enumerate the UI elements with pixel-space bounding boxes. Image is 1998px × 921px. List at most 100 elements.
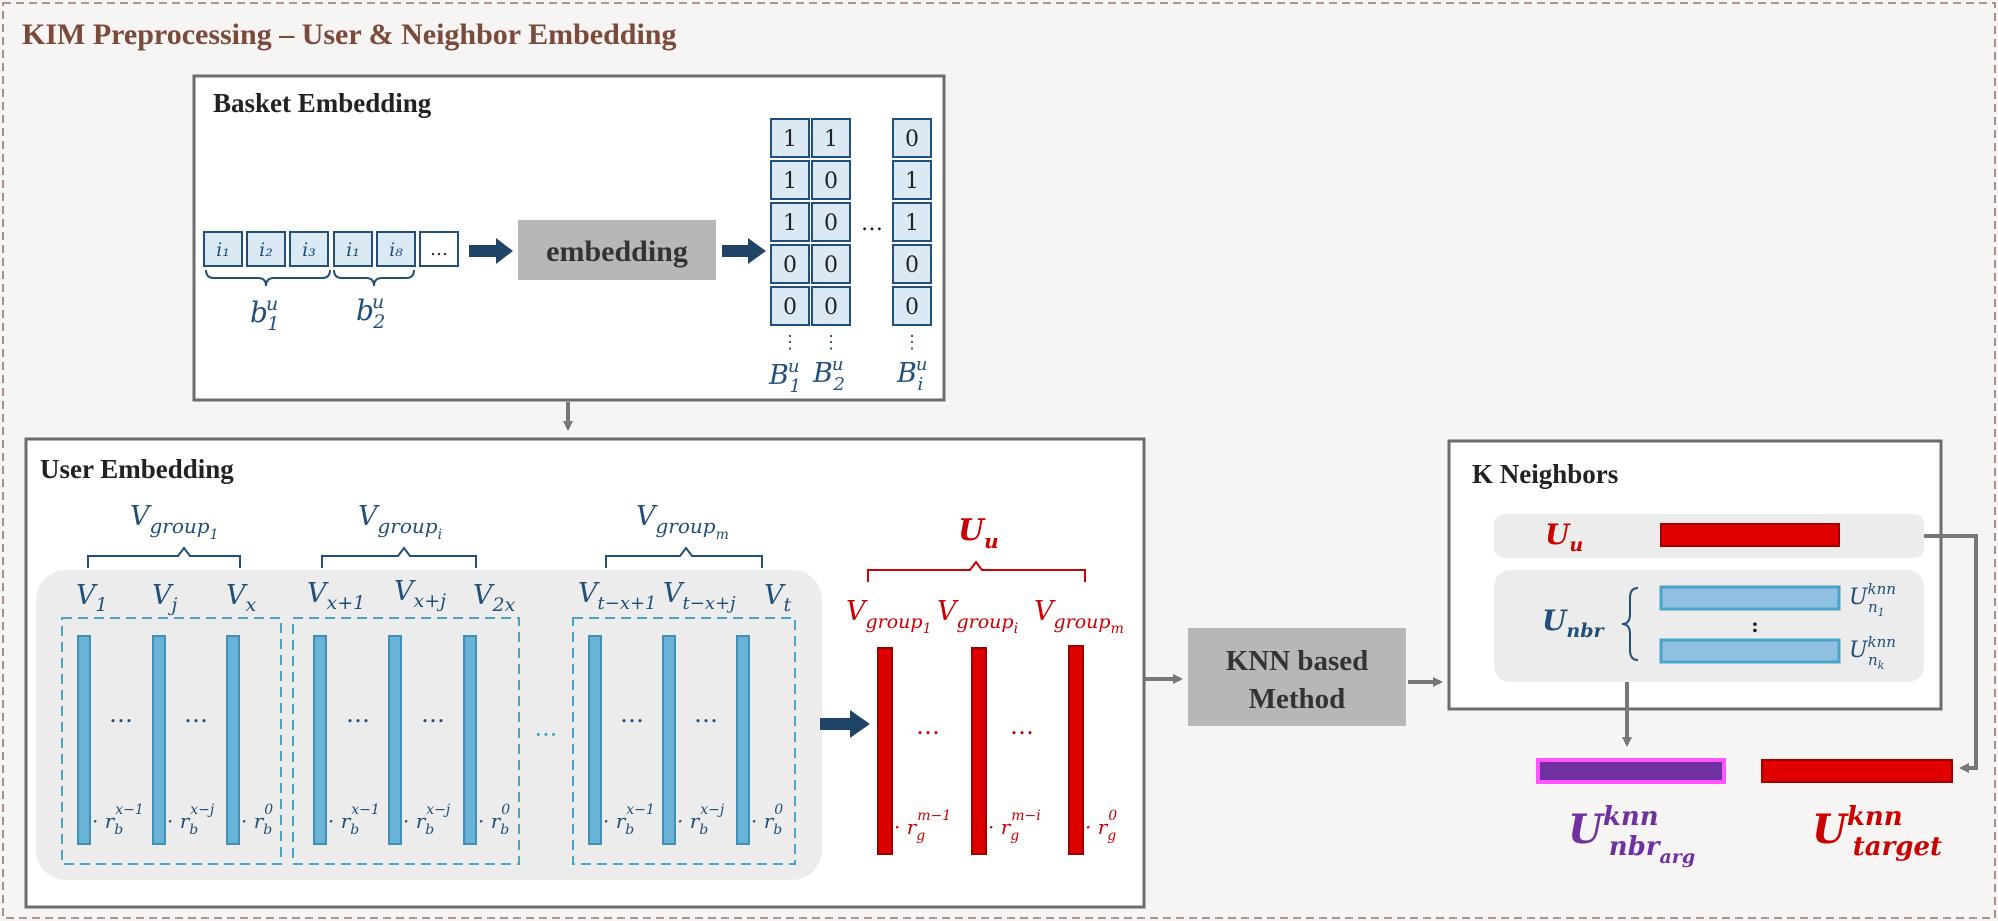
neighbors-uu-label: Uu: [1545, 518, 1583, 556]
basket-items: i₁ i₂ i₃ i₁ i₈ …: [203, 231, 459, 267]
neighbor-bar-k: [1659, 638, 1841, 664]
group1-box: [61, 617, 282, 865]
vec1-vdots: ⋮: [781, 332, 799, 353]
red-group-labels: Vgroup1 Vgroupi Vgroupm: [846, 596, 1124, 637]
groupi-box: [292, 617, 520, 865]
red-weight-2: · rgm−i: [988, 808, 1041, 844]
knn-line2: Method: [1249, 683, 1346, 715]
weight-gm-3: · rb0: [751, 802, 783, 838]
v-label-1: V1: [76, 580, 108, 616]
basket-vector-1: 1 1 1 0 0 ⋮: [770, 118, 810, 353]
vec2-cell-1: 1: [824, 127, 838, 152]
arrow-items-to-embedding: [469, 238, 513, 264]
uu-brace: [867, 560, 1086, 582]
red-weight-3: · rg0: [1085, 808, 1117, 844]
neighbor-bar-1: [1659, 585, 1841, 611]
vec1-cell-4: 0: [783, 253, 797, 278]
basket1-brace: [205, 269, 331, 287]
ellipsis-gi-a: …: [346, 700, 370, 728]
bar-gi-3: [463, 635, 477, 845]
red-ellipsis-2: …: [1010, 712, 1034, 740]
item-cell-4: i₁: [346, 239, 360, 261]
unbr-brace: [1621, 587, 1639, 661]
bar-g1-2: [152, 635, 166, 845]
user-title: User Embedding: [40, 454, 234, 484]
bar-ellipses: … … … … ··· … …: [109, 700, 718, 749]
group1-brace: [87, 546, 241, 568]
bar-gi-1: [313, 635, 327, 845]
weight-gi-2: · rbx−j: [403, 802, 451, 838]
red-bar-1: [877, 647, 893, 855]
unbr-label: Unbr: [1542, 604, 1606, 642]
weight-gi-1: · rbx−1: [328, 802, 380, 838]
knn-method-block: KNN based Method: [1188, 628, 1406, 726]
item-cell-1: i₁: [216, 239, 230, 261]
v-label-x1: Vx+1: [307, 578, 365, 614]
vec2-cell-3: 0: [824, 211, 838, 236]
knn-line1: KNN based: [1226, 645, 1369, 677]
groupm-box: [572, 617, 796, 865]
weight-g1-1: · rbx−1: [92, 802, 144, 838]
cyan-bars: [77, 635, 750, 845]
arrow-to-target-output: [1924, 534, 1978, 773]
basket2-brace: [333, 269, 415, 287]
red-ellipsis-1: …: [916, 712, 940, 740]
neighbor-dots: :: [1751, 613, 1758, 637]
bar-g1-1: [77, 635, 91, 845]
vec2-vdots: ⋮: [822, 332, 840, 353]
red-groupi-label: Vgroupi: [937, 596, 1018, 637]
ellipsis-between-groups: ···: [535, 721, 558, 749]
vectors-ellipsis: …: [861, 211, 883, 236]
vec3-cell-5: 0: [905, 295, 919, 320]
arrow-embedding-to-vectors: [722, 238, 766, 264]
red-weights: · rgm−1 · rgm−i · rg0: [894, 808, 1117, 844]
weight-g1-3: · rb0: [241, 802, 273, 838]
red-bars: [877, 645, 1084, 855]
red-weight-1: · rgm−1: [894, 808, 951, 844]
bar-gi-2: [388, 635, 402, 845]
bar-gm-2: [662, 635, 676, 845]
uu-bar: [1660, 523, 1840, 547]
vec2-cell-2: 0: [824, 169, 838, 194]
vec1-cell-3: 1: [783, 211, 797, 236]
weight-gm-2: · rbx−j: [677, 802, 725, 838]
v-label-2x: V2x: [473, 580, 516, 616]
embedding-label: embedding: [546, 235, 688, 268]
ellipsis-g1-b: …: [184, 700, 208, 728]
ellipsis-gm-a: …: [620, 700, 644, 728]
target-bar: [1761, 759, 1953, 783]
vec2-cell-4: 0: [824, 253, 838, 278]
weight-gi-3: · rb0: [478, 802, 510, 838]
red-bar-2: [971, 647, 987, 855]
bar-gm-3: [736, 635, 750, 845]
basket-title: Basket Embedding: [213, 88, 432, 118]
group1-label: Vgroup1: [130, 501, 219, 543]
groupm-label: Vgroupm: [636, 501, 729, 543]
red-group1-label: Vgroup1: [846, 596, 932, 637]
v-label-j: Vj: [152, 580, 178, 616]
vec2-cell-5: 0: [824, 295, 838, 320]
vec1-cell-1: 1: [783, 127, 797, 152]
groupi-brace: [321, 546, 477, 568]
weight-g1-2: · rbx−j: [167, 802, 215, 838]
red-groupm-label: Vgroupm: [1034, 596, 1124, 637]
main-title: KIM Preprocessing – User & Neighbor Embe…: [22, 18, 676, 51]
bar-gm-1: [588, 635, 602, 845]
neighbors-title: K Neighbors: [1472, 459, 1618, 489]
v-label-txj: Vt−x+j: [663, 578, 736, 614]
vec3-cell-4: 0: [905, 253, 919, 278]
vec1-cell-2: 1: [783, 169, 797, 194]
item-cell-3: i₃: [302, 239, 316, 261]
basket-vector-i: 0 1 1 0 0 ⋮: [892, 118, 932, 353]
